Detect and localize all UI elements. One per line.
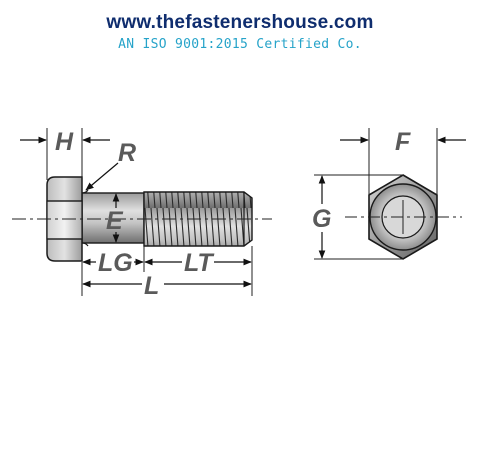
label-g: G [312,205,331,233]
label-r: R [118,139,136,167]
r-leader-line [85,162,119,191]
label-e: E [106,207,124,235]
label-lg: LG [98,249,133,277]
label-h: H [55,128,74,156]
label-f: F [395,128,411,156]
website-url[interactable]: www.thefastenershouse.com [106,12,374,33]
label-lt: LT [184,249,215,277]
certification-text: AN ISO 9001:2015 Certified Co. [118,37,362,52]
head-center-flat [46,200,83,240]
label-l: L [144,272,159,300]
end-view: F G [312,128,466,260]
side-view: H R E LG LT L [12,128,272,300]
